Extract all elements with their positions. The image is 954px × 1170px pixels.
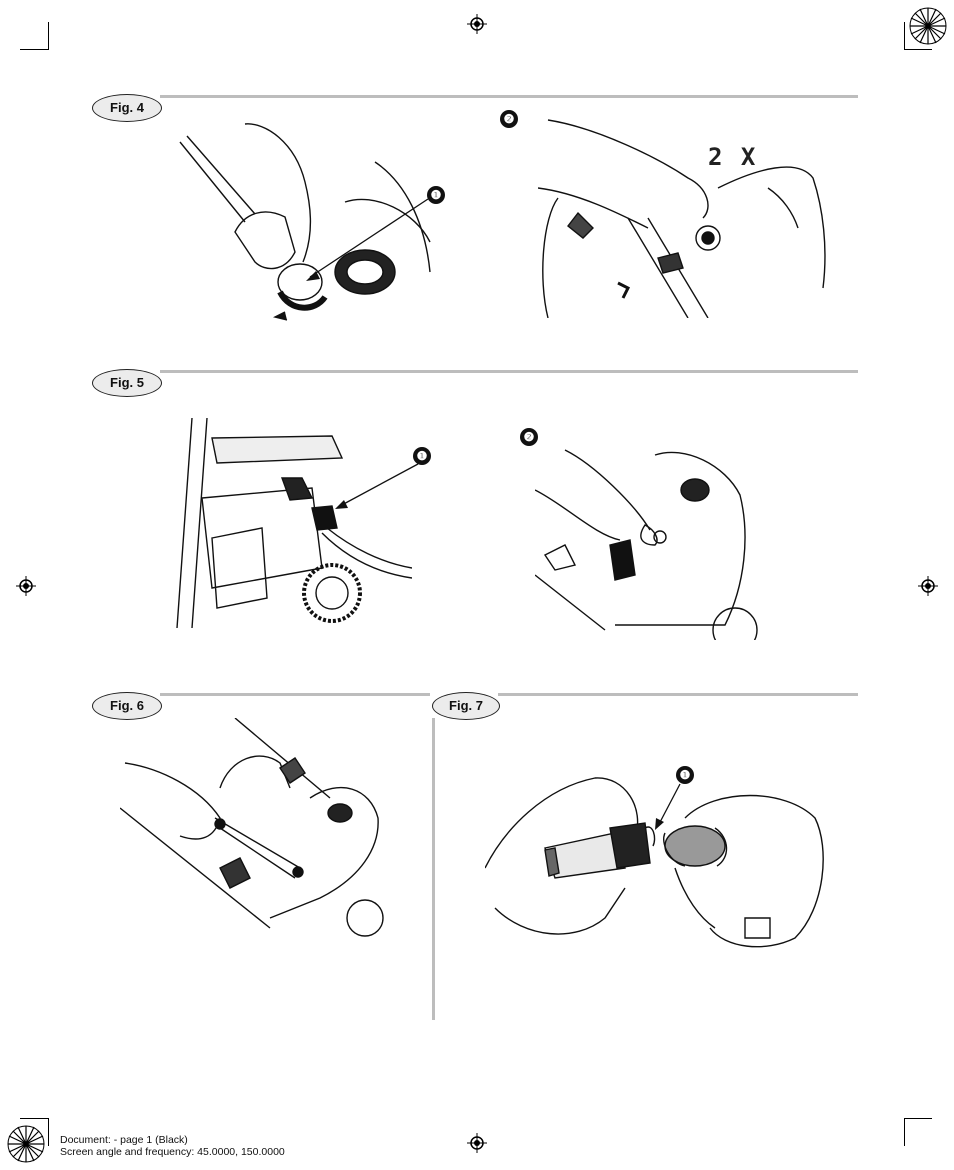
starburst-mark-icon <box>909 7 947 45</box>
crop-mark <box>904 22 905 50</box>
registration-mark-icon <box>16 576 36 596</box>
fig6-illustration <box>120 718 385 940</box>
fig5-callout-2: ❷ <box>520 428 538 446</box>
fig7-callout-1: ❶ <box>676 766 694 784</box>
fig5-badge: Fig. 5 <box>92 369 162 397</box>
fig7-illustration <box>485 768 830 953</box>
fig5-rule <box>160 370 858 373</box>
starburst-mark-icon <box>7 1125 45 1163</box>
fig4-rule <box>160 95 858 98</box>
crop-mark <box>20 49 48 50</box>
fig6-rule <box>160 693 430 696</box>
footer-line-2: Screen angle and frequency: 45.0000, 150… <box>60 1146 285 1158</box>
fig4-illustration-left <box>175 122 435 322</box>
fig7-badge: Fig. 7 <box>432 692 500 720</box>
print-info-footer: Document: - page 1 (Black) Screen angle … <box>60 1134 285 1158</box>
fig7-rule <box>498 693 858 696</box>
fig5-callout-1: ❶ <box>413 447 431 465</box>
fig5-illustration-right <box>535 445 770 640</box>
fig7-vertical-rule <box>432 718 435 1020</box>
fig4-badge: Fig. 4 <box>92 94 162 122</box>
fig4-callout-2: ❷ <box>500 110 518 128</box>
footer-line-1: Document: - page 1 (Black) <box>60 1134 188 1146</box>
crop-mark <box>904 1118 932 1119</box>
fig4-illustration-right <box>538 118 828 318</box>
fig4-leader-line-1 <box>306 198 429 281</box>
fig5-illustration-left <box>172 418 412 628</box>
crop-mark <box>20 1118 48 1119</box>
registration-mark-icon <box>918 576 938 596</box>
fig4-2x-label: 2 X <box>708 143 758 171</box>
fig6-badge: Fig. 6 <box>92 692 162 720</box>
crop-mark <box>904 49 932 50</box>
fig5-leader-line-1 <box>335 463 419 509</box>
crop-mark <box>48 1118 49 1146</box>
fig7-leader-line-1 <box>655 783 681 830</box>
crop-mark <box>904 1118 905 1146</box>
crop-mark <box>48 22 49 50</box>
registration-mark-icon <box>467 1133 487 1153</box>
fig4-callout-1: ❶ <box>427 186 445 204</box>
registration-mark-icon <box>467 14 487 34</box>
